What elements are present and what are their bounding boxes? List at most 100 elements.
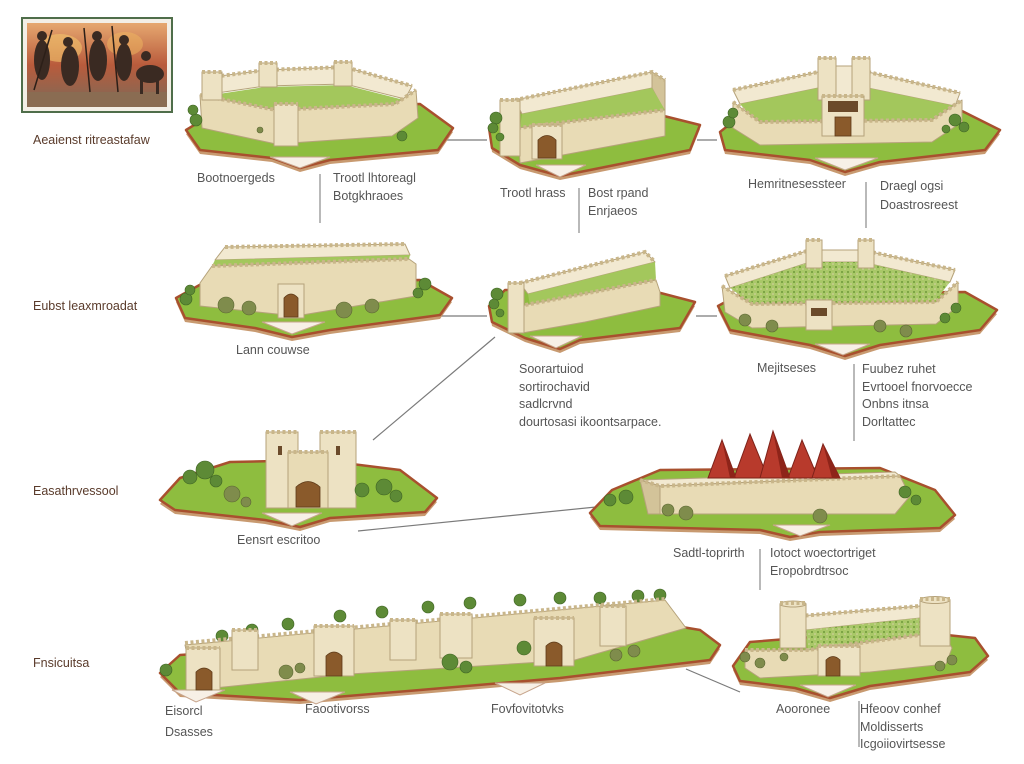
caption: Hfeoov conhef Moldisserts Icgoiiovirtses…: [860, 701, 945, 754]
caption-line: dourtosasi ikoontsarpace.: [519, 414, 662, 429]
label-pointer: [799, 684, 857, 698]
caption-line: Soorartuiod: [519, 362, 584, 376]
caption-line: Enrjaeos: [588, 203, 638, 218]
label-pointer: [494, 682, 546, 696]
caption-line: Dsasses: [165, 725, 213, 739]
tree: [418, 277, 432, 291]
caption: Aooronee: [776, 701, 830, 719]
bush: [364, 298, 380, 314]
caption-line: Aooronee: [776, 702, 831, 716]
caption-line: Bost rpand: [588, 186, 649, 200]
tower: [857, 238, 875, 269]
caption-line: Draegl ogsi: [880, 179, 944, 193]
gatehouse: [287, 450, 329, 509]
tree: [941, 124, 951, 134]
courtyard: [528, 262, 656, 306]
caption: Eisorcl Dsasses: [165, 701, 213, 743]
bush: [241, 300, 257, 316]
bush: [738, 313, 752, 327]
bush: [217, 296, 235, 314]
bush: [256, 126, 264, 134]
caption-line: Hfeoov conhef: [860, 702, 941, 716]
gatehouse: [805, 299, 833, 331]
tree: [396, 130, 408, 142]
connector: [372, 336, 496, 441]
tree: [412, 287, 424, 299]
bush: [223, 485, 241, 503]
row-label: Eubst leaxmroadat: [33, 299, 138, 313]
courtyard: [730, 262, 950, 304]
tower: [231, 628, 259, 671]
caption: Fuubez ruhet Evrtooel fnorvoecce Onbns i…: [862, 361, 972, 431]
tree: [375, 478, 393, 496]
caption-line: Eropobrdtrsoc: [770, 563, 849, 578]
connector-lines: [357, 139, 741, 693]
caption-line: Trootl lhtoreagl: [333, 171, 416, 185]
bush: [779, 652, 789, 662]
fort-row1-rectangular: [487, 69, 702, 180]
caption-line: Iotoct woectortriget: [770, 546, 876, 560]
label-pointer: [261, 512, 323, 527]
gatehouse: [817, 644, 861, 677]
fort-row4-castle: [731, 596, 990, 702]
tower: [805, 238, 823, 269]
caption-line: Lann couwse: [236, 343, 310, 357]
fort-row2-oval: [174, 242, 454, 341]
keep: [817, 56, 871, 101]
tree: [389, 489, 403, 503]
tree: [489, 111, 503, 125]
tree: [354, 482, 370, 498]
caption-line: Onbns itnsa: [862, 397, 929, 411]
caption-line: Mejitseses: [757, 361, 817, 375]
gate: [195, 667, 213, 691]
bush: [873, 319, 887, 333]
tree: [898, 485, 912, 499]
tree: [618, 489, 634, 505]
bush: [946, 654, 958, 666]
caption-line: Botgkhraoes: [333, 188, 404, 203]
bush: [335, 301, 353, 319]
tree: [187, 104, 199, 116]
tree: [603, 493, 617, 507]
bush: [627, 644, 641, 658]
row-label: Fnsicuitsa: [33, 656, 90, 670]
tree: [495, 308, 505, 318]
caption-line: Trootl hrass: [500, 186, 566, 200]
caption-line: Fovfovitotvks: [491, 702, 564, 716]
connector: [685, 668, 741, 693]
tree: [159, 663, 173, 677]
bush: [765, 319, 779, 333]
caption-line: Bootnoergeds: [197, 171, 275, 185]
gatehouse: [821, 94, 865, 137]
caption-dividers: [319, 174, 867, 747]
bush: [934, 660, 946, 672]
tree: [727, 107, 739, 119]
fort-row1-enclosure: [184, 60, 455, 172]
bush: [812, 508, 828, 524]
tower: [499, 98, 521, 157]
tree: [948, 113, 962, 127]
caption: Draegl ogsi Doastrosreest: [880, 177, 958, 215]
courtyard: [520, 88, 665, 128]
gatehouse: [533, 616, 575, 667]
tower: [389, 618, 417, 661]
tree: [441, 653, 459, 671]
front-wall: [199, 258, 417, 317]
caption: Lann couwse: [236, 342, 310, 360]
caption: Trootl lhtoreagl Botgkhraoes: [333, 170, 416, 205]
caption: Sadtl-toprirth: [673, 545, 745, 563]
caption-line: Doastrosreest: [880, 198, 958, 212]
fort-row2-wedge: [487, 249, 697, 353]
gatehouse: [313, 624, 355, 677]
caption-line: Dorltattec: [862, 414, 916, 429]
caption-line: Moldisserts: [860, 719, 924, 734]
flame-roofs: [707, 429, 841, 479]
caption: Eensrt escritoo: [237, 532, 320, 550]
tree: [189, 113, 203, 127]
caption: Trootl hrass: [500, 185, 566, 203]
tree: [195, 460, 215, 480]
gatehouse: [185, 646, 221, 691]
tower: [201, 70, 223, 101]
caption-line: Eensrt escritoo: [237, 533, 321, 547]
